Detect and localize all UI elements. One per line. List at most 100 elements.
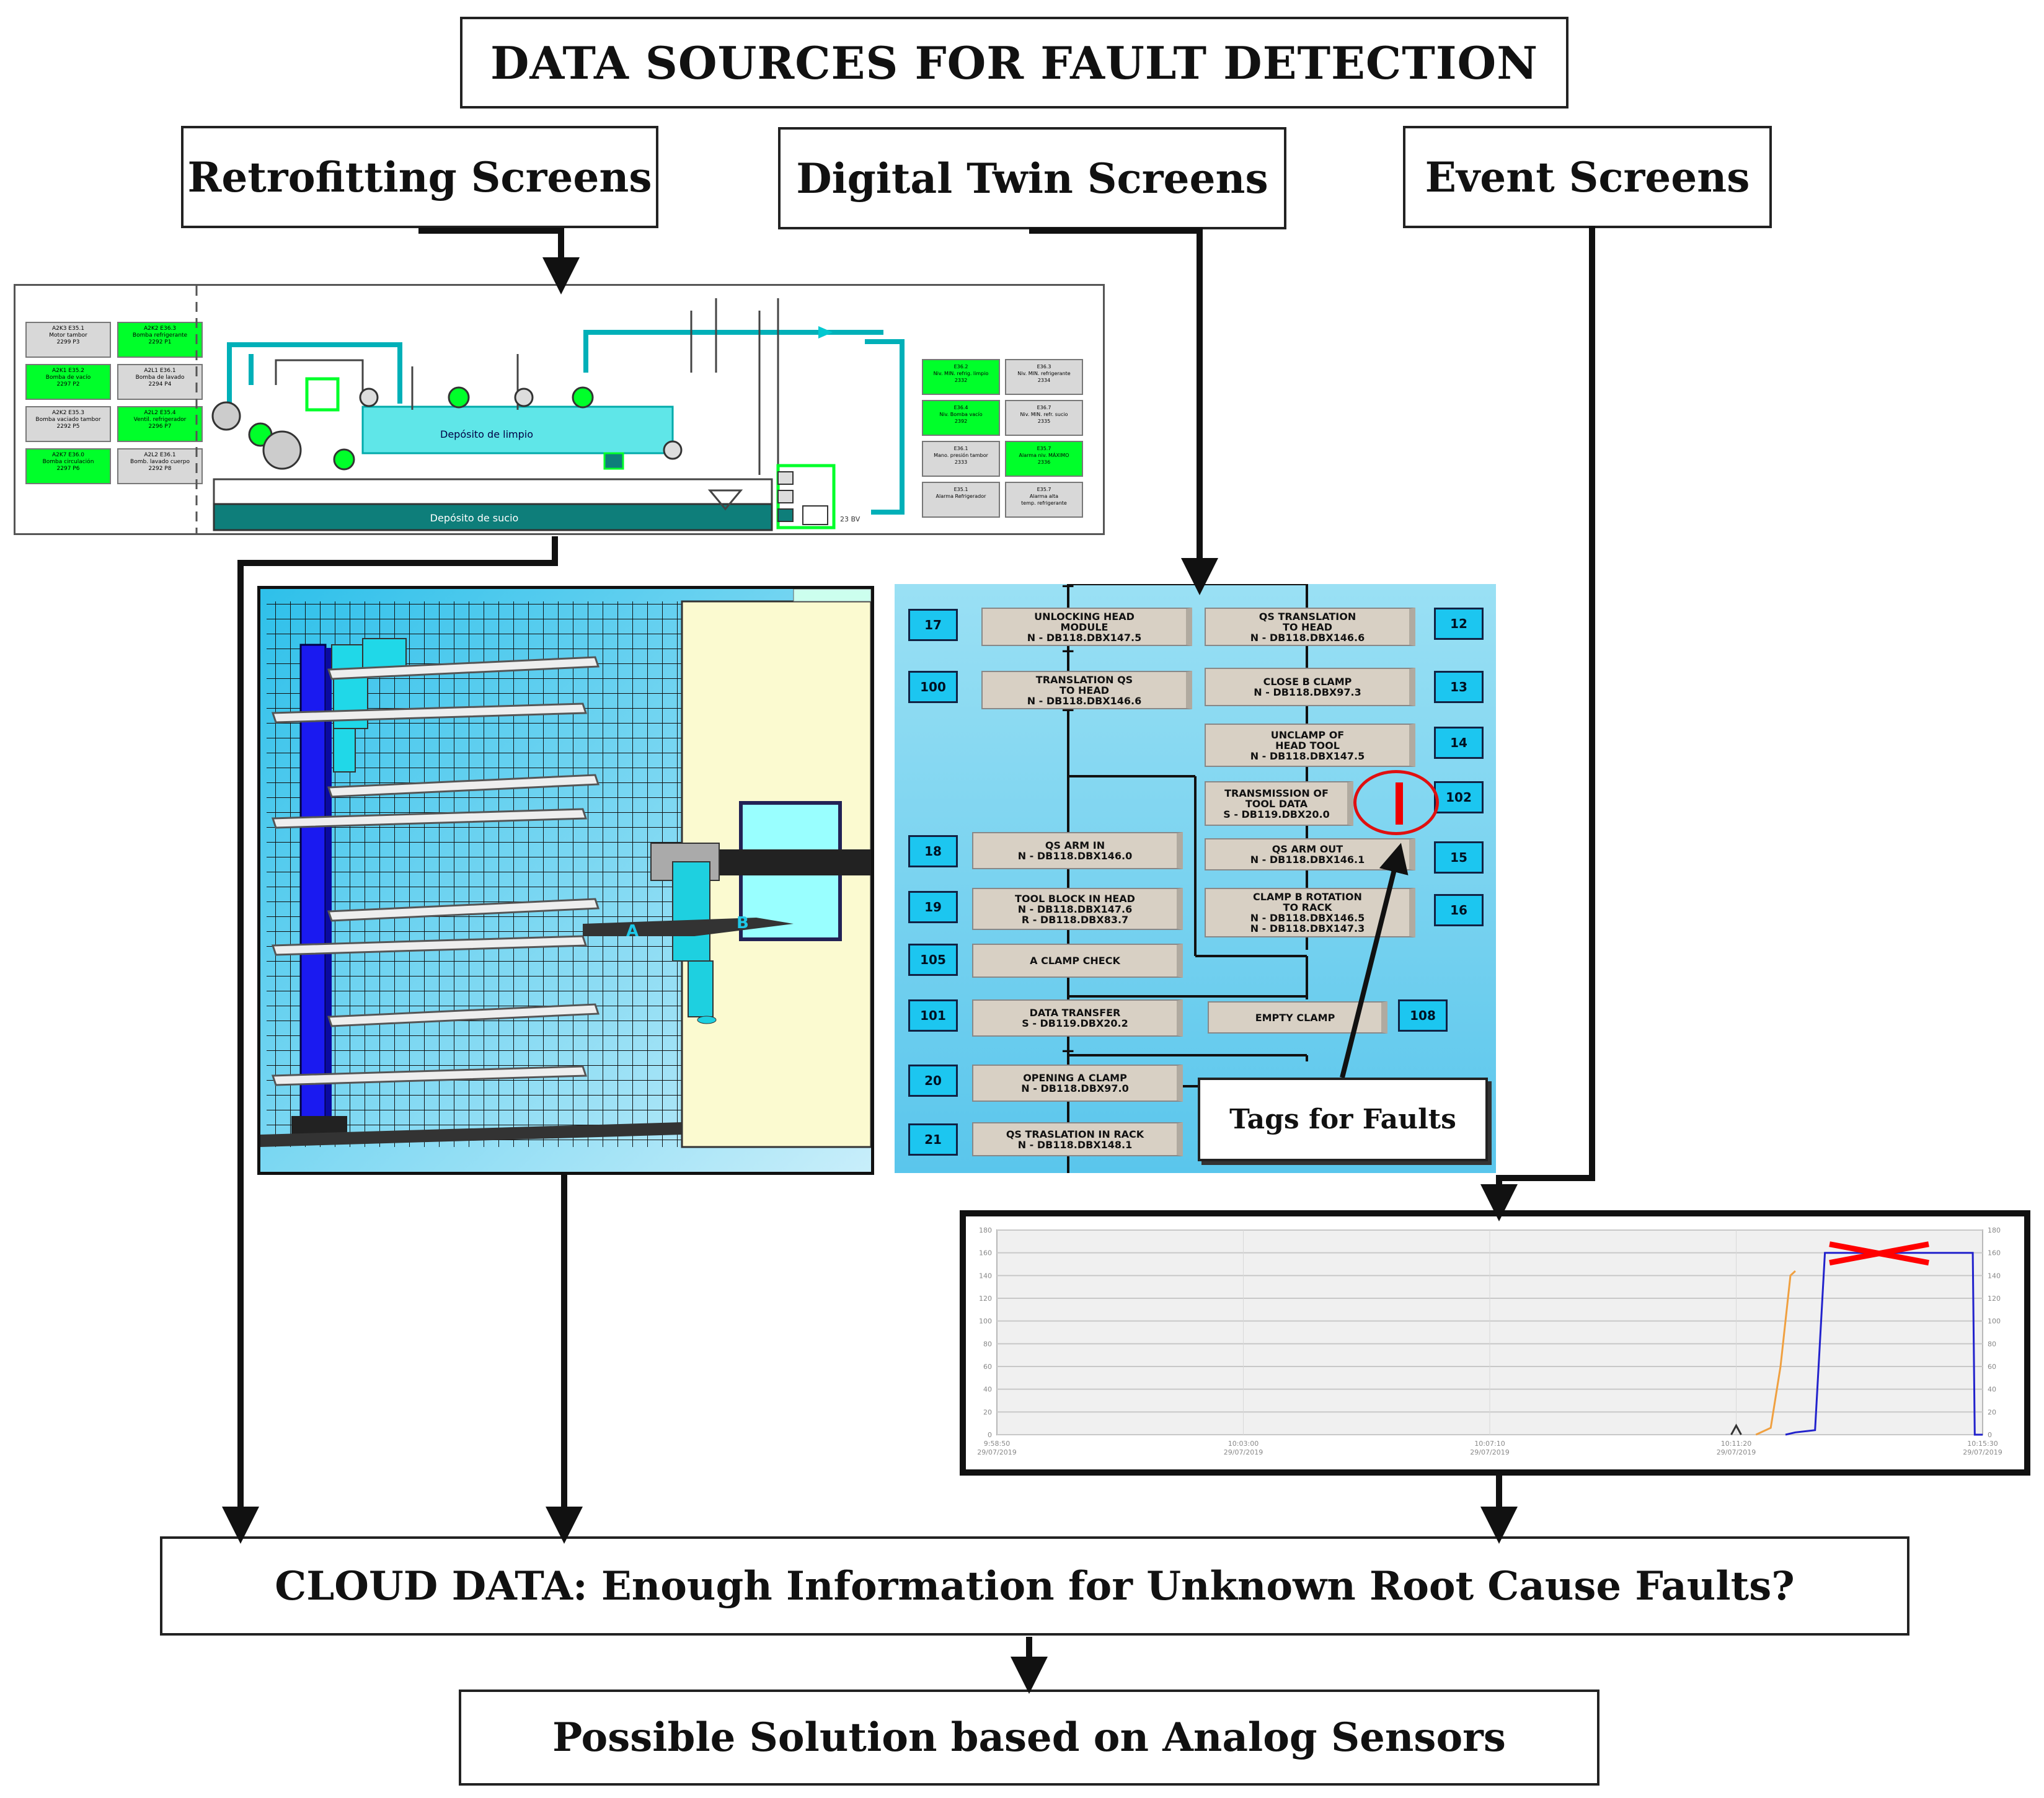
retrofit-cell-text: A2L2 E36.1 [144, 452, 176, 458]
twin-step-text: A CLAMP CHECK [1030, 955, 1120, 967]
chart-y-tick-left: 180 [979, 1226, 992, 1234]
twin-junction-icon: + [1061, 1040, 1076, 1061]
diagram-title: DATA SOURCES FOR FAULT DETECTION [460, 17, 1568, 108]
twin-step-number: 13 [1434, 671, 1484, 703]
twin-step-text: EMPTY CLAMP [1255, 1011, 1335, 1024]
retrofit-cell-text: 2297 P6 [56, 466, 80, 472]
chart-x-tick-date: 29/07/2019 [1470, 1448, 1509, 1456]
twin-step-number: 12 [1434, 608, 1484, 640]
twin-step-button[interactable]: A CLAMP CHECK [972, 944, 1183, 978]
twin-step-number: 14 [1434, 727, 1484, 759]
arrow-retrofit-to-screen [418, 228, 580, 294]
source-event: Event Screens [1403, 126, 1772, 228]
twin-step-text: N - DB118.DBX148.1 [1017, 1138, 1133, 1151]
retrofit-cell-text: A2K2 E36.3 [143, 326, 177, 332]
twin-step-text: TO RACK [1283, 901, 1332, 913]
twin-step-number: 16 [1434, 894, 1484, 926]
twin-step-text: TOOL DATA [1245, 797, 1308, 810]
chart-y-tick-right: 80 [1988, 1340, 1996, 1348]
retrofit-cell-text: 2334 [1037, 378, 1051, 383]
twin-step-number: 19 [908, 891, 958, 923]
chart-y-tick-left: 80 [983, 1340, 992, 1348]
chart-fault-mark [1829, 1241, 1929, 1266]
retrofit-cell-text: 2299 P3 [56, 339, 80, 345]
retrofit-cell-text: Bomba vaciado tambor [35, 417, 101, 423]
twin-step-number: 15 [1434, 841, 1484, 874]
chart-y-tick-left: 60 [983, 1363, 992, 1371]
twin-step-text: MODULE [1060, 621, 1108, 633]
chart-y-tick-right: 0 [1988, 1431, 1992, 1439]
chart-series-line-2 [1730, 1424, 1742, 1435]
twin-step-text: HEAD TOOL [1275, 739, 1340, 751]
retrofit-cell-text: 2333 [954, 459, 968, 465]
retrofit-cell-text: A2K1 E35.2 [51, 368, 85, 374]
twin-step-text: N - DB118.DBX147.5 [1027, 631, 1142, 644]
twin-step-button[interactable]: EMPTY CLAMP [1208, 1001, 1387, 1034]
chart-x-tick-date: 29/07/2019 [1224, 1448, 1263, 1456]
chart-series-line-1 [1755, 1270, 1796, 1436]
robot-storage-render: A B [260, 589, 871, 1172]
tank-dirty-label: Depósito de sucio [430, 512, 519, 524]
retrofit-cell-text: 2335 [1037, 418, 1051, 424]
twin-step-text: TRANSMISSION OF [1224, 787, 1329, 799]
chart-y-tick-left: 120 [979, 1295, 992, 1303]
retrofit-cell-text: Alarma Refrigerador [936, 494, 986, 499]
retrofit-cell-text: 2332 [954, 378, 968, 383]
chart-y-tick-left: 160 [979, 1249, 992, 1257]
source-digital-twin: Digital Twin Screens [778, 127, 1286, 229]
retrofit-cell-text: E36.3 [1037, 364, 1051, 370]
retrofit-cell-text: Bomb. lavado cuerpo [130, 459, 190, 465]
chart-x-tick-date: 29/07/2019 [977, 1448, 1016, 1456]
retrofit-cell-text: 2392 [954, 418, 968, 424]
twin-step-text: QS TRASLATION IN RACK [1006, 1128, 1144, 1140]
retrofit-cell-text: Alarma niv. MÁXIMO [1019, 453, 1069, 458]
chart-x-tick-date: 29/07/2019 [1963, 1448, 2002, 1456]
callout-tags-for-faults: Tags for Faults [1198, 1078, 1488, 1161]
retrofit-cell-text: A2L1 E36.1 [144, 368, 176, 374]
retrofit-cell-text: E36.2 [953, 364, 968, 370]
chart-x-tick-time: 10:03:00 [1228, 1440, 1259, 1448]
cloud-data-box: CLOUD DATA: Enough Information for Unkno… [160, 1536, 1909, 1636]
twin-step-number: 105 [908, 944, 958, 976]
retrofit-process-diagram: Depósito de sucio Depósito de limpio [195, 286, 905, 533]
twin-step-text: DATA TRANSFER [1029, 1007, 1121, 1019]
retrofit-cell-text: E36.7 [1037, 405, 1051, 410]
chart-y-tick-right: 180 [1988, 1226, 2001, 1234]
retrofit-cell-text: Niv. MIN. refrigerante [1017, 371, 1071, 376]
retrofit-cell-text: Motor tambor [49, 332, 87, 339]
chart-y-tick-right: 160 [1988, 1249, 2001, 1257]
